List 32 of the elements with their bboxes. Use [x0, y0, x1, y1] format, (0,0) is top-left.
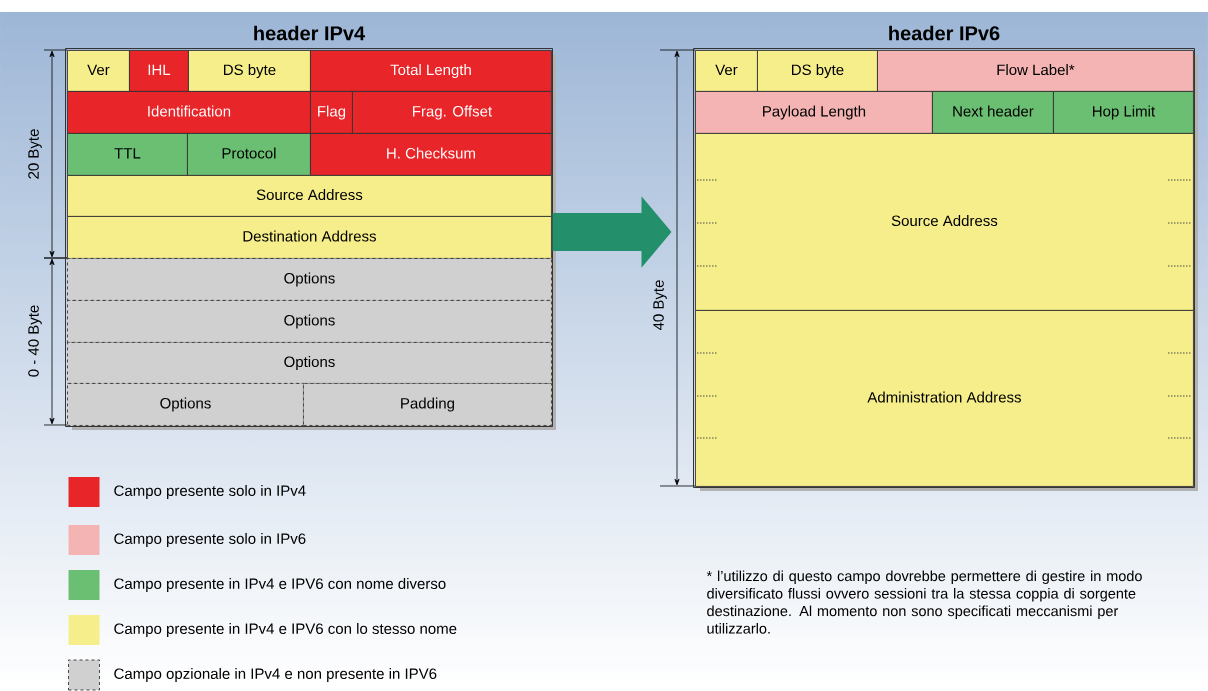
- header-field: Flow Label*: [877, 50, 1194, 92]
- dimension-label: 0 - 40 Byte: [28, 305, 42, 377]
- header-field: IHL: [129, 50, 189, 92]
- header-field: Hop Limit: [1053, 91, 1194, 134]
- header-field: Options: [67, 383, 304, 426]
- header-field: Options: [67, 342, 552, 384]
- footnote: * l’utilizzo di questo campo dovrebbe permettere di gestire in modo diversificato flussi ovvero sessioni tra la stessa coppia di sorgente destinazione. Al momento non sono specificati meccanismi per utilizzarlo.: [706, 570, 1142, 634]
- header-field: Source Address: [695, 133, 1194, 311]
- dimension-label: 40 Byte: [653, 280, 667, 331]
- header-field: Next header: [932, 91, 1054, 134]
- table-heading: header IPv4: [254, 25, 365, 41]
- legend-text: Campo opzionale in IPv4 e non presente in IPV6: [114, 668, 437, 682]
- header-field: DS byte: [188, 50, 311, 92]
- header-field: Destination Address: [67, 216, 552, 259]
- header-field: Protocol: [187, 133, 311, 176]
- header-field: Padding: [303, 383, 552, 426]
- header-field: TTL: [67, 133, 188, 176]
- legend-text: Campo presente in IPv4 e IPV6 con lo stesso nome: [114, 623, 457, 637]
- legend-text: Campo presente in IPv4 e IPV6 con nome diverso: [114, 578, 446, 592]
- header-field: Ver: [67, 50, 130, 92]
- header-field: DS byte: [757, 50, 878, 92]
- legend-text: Campo presente solo in IPv4: [114, 485, 306, 499]
- legend-text: Campo presente solo in IPv6: [114, 533, 306, 547]
- header-field: Administration Address: [695, 310, 1194, 487]
- header-field: Flag: [310, 91, 353, 134]
- header-field: Payload Length: [695, 91, 933, 134]
- header-field: Options: [67, 258, 552, 301]
- table-heading: header IPv6: [889, 25, 1000, 41]
- header-field: Options: [67, 300, 552, 343]
- dimension-label: 20 Byte: [28, 129, 42, 179]
- header-field: Source Address: [67, 175, 552, 217]
- header-field: Ver: [695, 50, 758, 92]
